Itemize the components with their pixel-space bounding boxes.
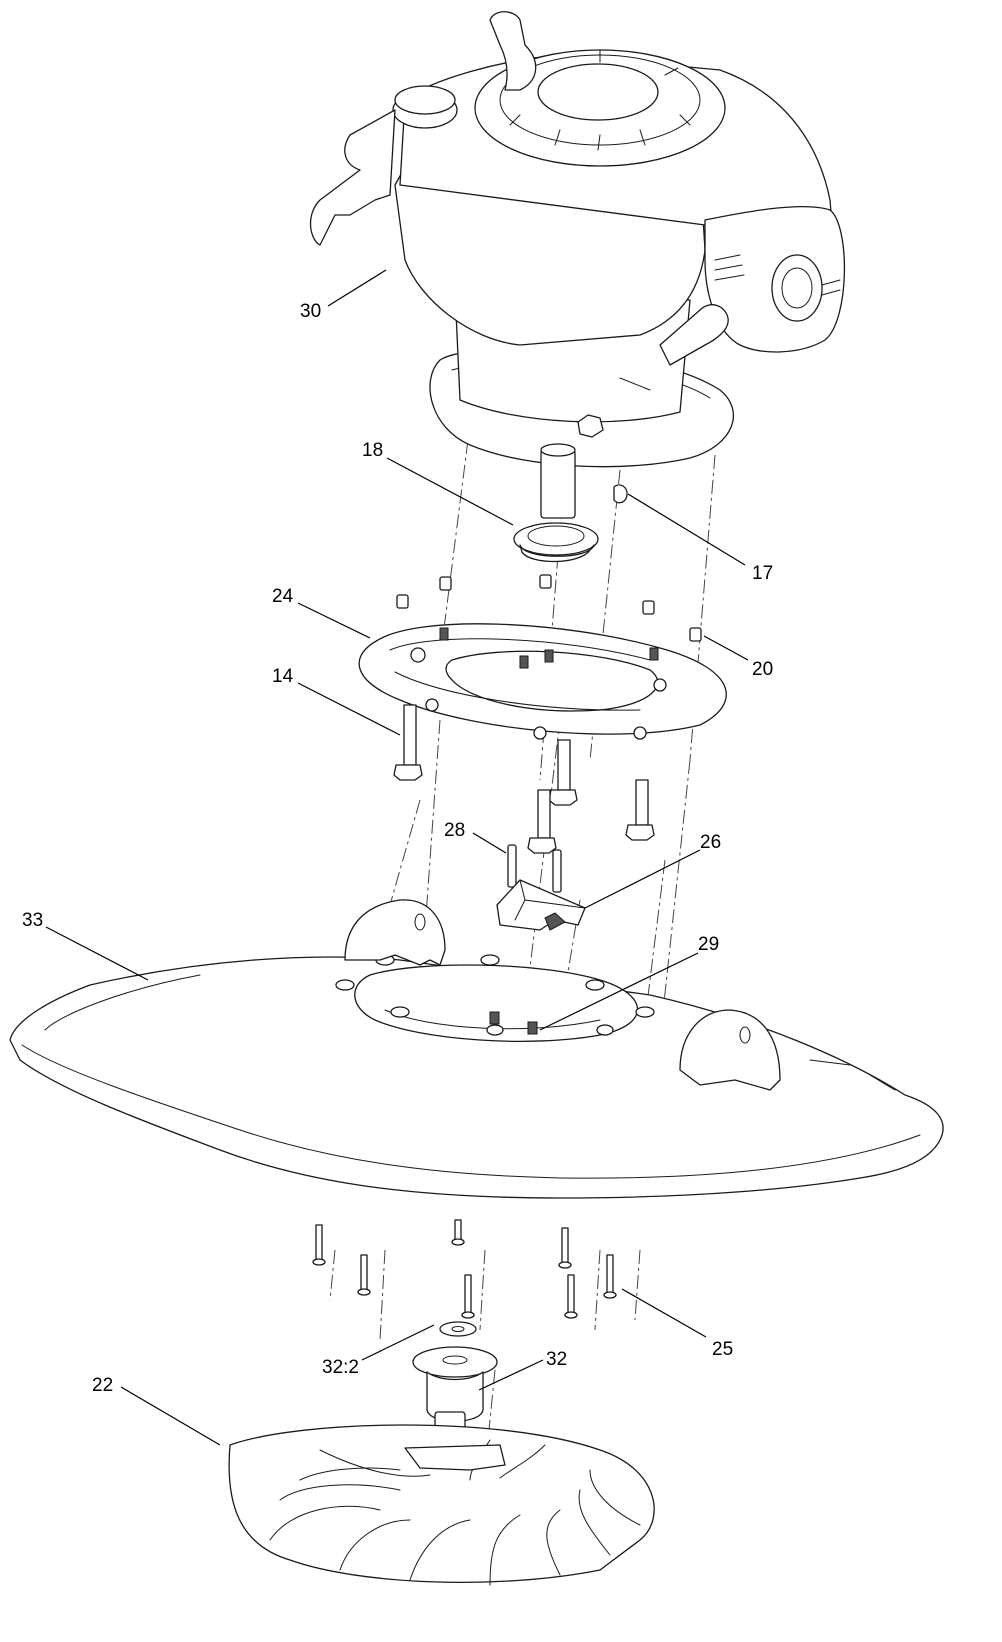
leader-lines <box>45 269 749 1446</box>
callout-17: 17 <box>752 563 773 584</box>
callout-20: 20 <box>752 659 773 680</box>
crankshaft <box>540 449 576 519</box>
deflector-bracket <box>496 879 586 931</box>
washer <box>439 1321 477 1337</box>
callout-32-2: 32:2 <box>322 1357 359 1378</box>
mounting-bolts <box>393 704 655 854</box>
blade-adapter <box>513 522 599 563</box>
callout-22: 22 <box>92 1375 113 1396</box>
deck-right-handle-mount <box>679 1009 781 1091</box>
mounting-ring <box>358 623 727 740</box>
callout-14: 14 <box>272 666 294 687</box>
flange-nut <box>577 414 604 438</box>
fan-hub <box>412 1346 498 1435</box>
callout-30: 30 <box>300 301 321 322</box>
callout-26: 26 <box>700 832 721 853</box>
callout-labels: 30 18 17 24 20 14 28 26 33 29 25 32:2 32… <box>22 301 773 1396</box>
insert-nuts <box>396 574 702 642</box>
deck-left-handle-mount <box>344 899 446 966</box>
deck-screws <box>312 1219 617 1319</box>
callout-25: 25 <box>712 1339 733 1360</box>
callout-32: 32 <box>546 1349 567 1370</box>
mower-deck <box>9 899 944 1199</box>
spark-plug <box>659 304 729 366</box>
callout-24: 24 <box>272 586 294 607</box>
callout-28: 28 <box>444 820 465 841</box>
callout-33: 33 <box>22 910 43 931</box>
engine-left-bracket <box>309 109 396 246</box>
cooling-fan <box>228 1424 655 1586</box>
crankshaft-key <box>613 484 628 504</box>
callout-18: 18 <box>362 440 383 461</box>
callout-29: 29 <box>698 934 719 955</box>
engine <box>309 11 846 519</box>
starter-handle <box>489 11 537 91</box>
bracket-pins <box>507 844 562 893</box>
